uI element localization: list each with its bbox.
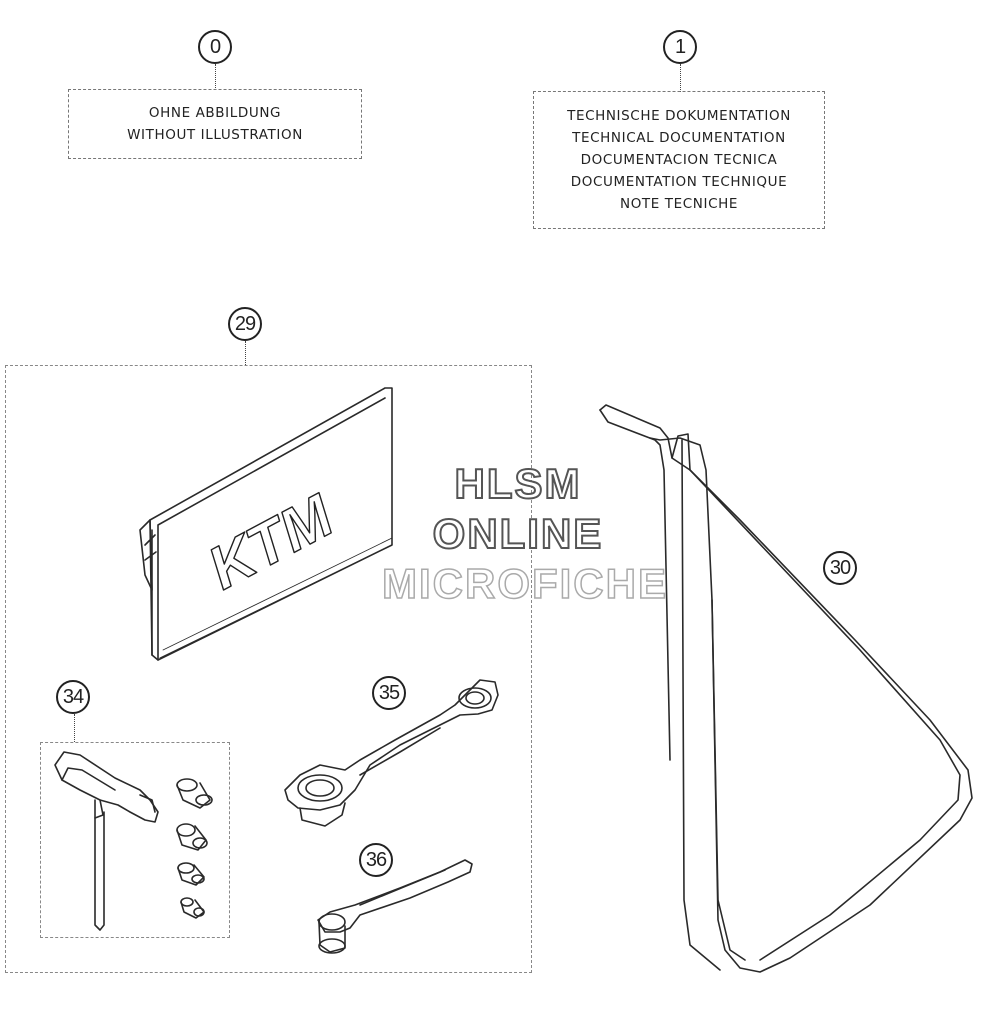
- note-line-de: OHNE ABBILDUNG: [148, 105, 282, 121]
- callout-number: 29: [234, 312, 256, 335]
- ring-wrench[interactable]: [284, 679, 499, 827]
- note-line-fr: DOCUMENTATION TECHNIQUE: [570, 174, 788, 190]
- leader-line: [215, 64, 216, 90]
- manual-logo: KTM: [197, 481, 345, 602]
- leader-line: [74, 714, 75, 742]
- callout-number: 34: [62, 685, 84, 708]
- leader-line: [245, 341, 246, 365]
- callout-36[interactable]: 36: [359, 843, 393, 877]
- socket-wrench-group-box: [40, 742, 230, 938]
- callout-number: 30: [829, 556, 851, 579]
- leader-line: [680, 64, 681, 92]
- callout-0[interactable]: 0: [198, 30, 232, 64]
- callout-35[interactable]: 35: [372, 676, 406, 710]
- callout-number: 35: [378, 681, 400, 704]
- note-line-es: DOCUMENTACION TECNICA: [580, 152, 778, 168]
- technical-documentation-note: TECHNISCHE DOKUMENTATION TECHNICAL DOCUM…: [533, 91, 825, 229]
- socket-set[interactable]: [176, 778, 213, 919]
- note-line-en: TECHNICAL DOCUMENTATION: [572, 130, 786, 146]
- callout-number: 0: [209, 35, 221, 58]
- note-line-en: WITHOUT ILLUSTRATION: [127, 127, 303, 143]
- watermark-line-2: ONLINE: [432, 509, 604, 558]
- note-line-de: TECHNISCHE DOKUMENTATION: [567, 108, 791, 124]
- callout-29[interactable]: 29: [228, 307, 262, 341]
- watermark-line-1: HLSM: [454, 459, 582, 508]
- note-line-it: NOTE TECNICHE: [620, 196, 738, 212]
- callout-1[interactable]: 1: [663, 30, 697, 64]
- callout-34[interactable]: 34: [56, 680, 90, 714]
- spark-plug-wrench[interactable]: [317, 859, 473, 954]
- without-illustration-note: OHNE ABBILDUNG WITHOUT ILLUSTRATION: [68, 89, 362, 159]
- watermark-line-3: MICROFICHE: [381, 559, 668, 608]
- tool-kit-group-box: [5, 365, 532, 973]
- callout-30[interactable]: 30: [823, 551, 857, 585]
- callout-number: 36: [365, 848, 387, 871]
- owners-manual[interactable]: [139, 387, 393, 661]
- callout-number: 1: [674, 35, 686, 58]
- side-stand[interactable]: [599, 404, 973, 973]
- t-handle-wrench[interactable]: [54, 751, 159, 931]
